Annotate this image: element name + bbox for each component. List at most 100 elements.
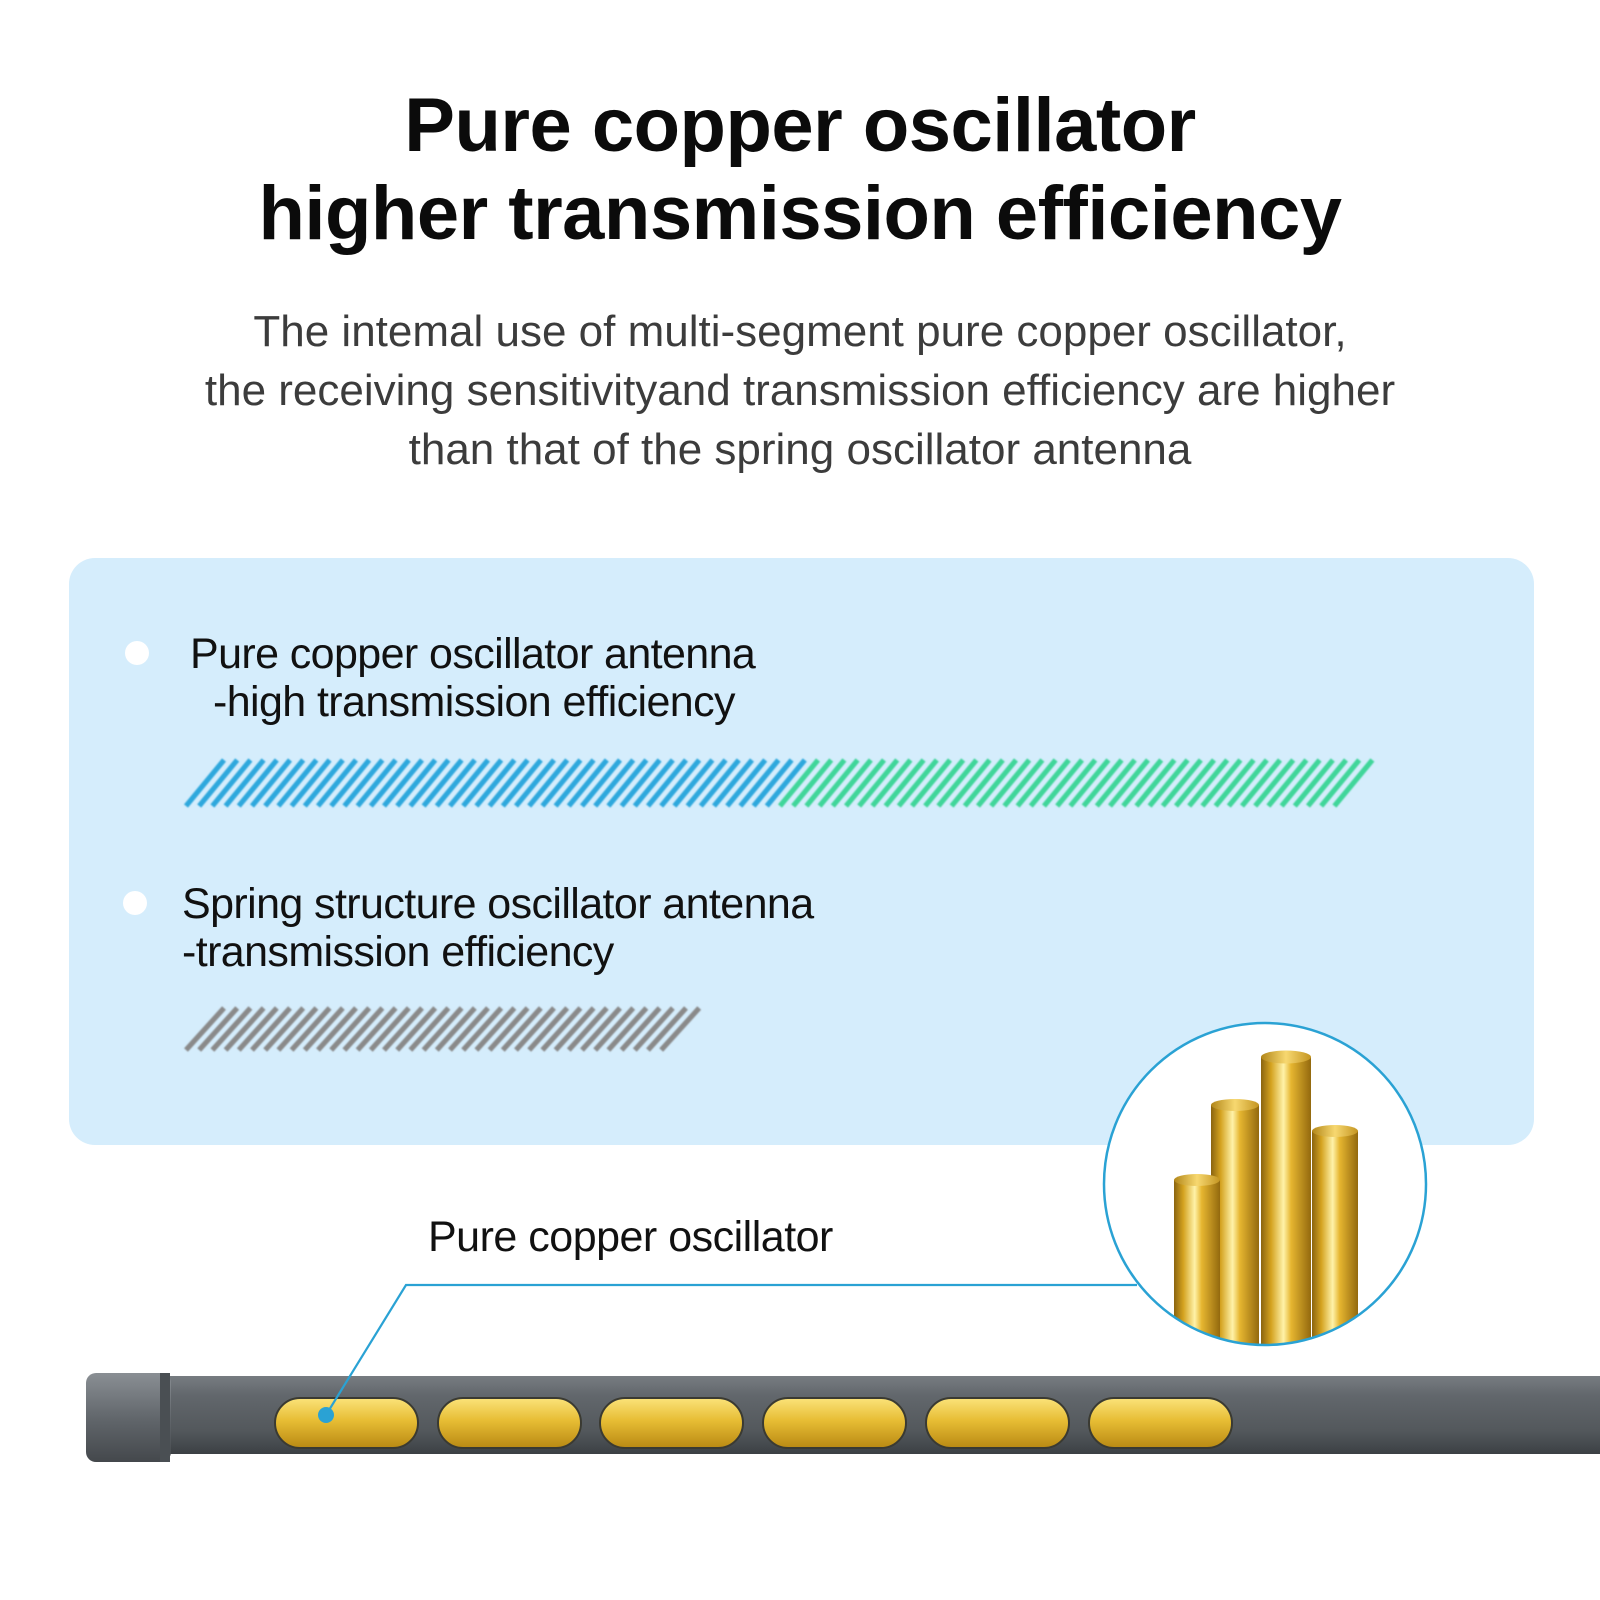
stripe-mark [434, 758, 477, 808]
stripe-mark [632, 1006, 675, 1052]
stripe-mark [355, 758, 398, 808]
copper-segment [925, 1397, 1070, 1449]
stripe-mark [197, 1006, 240, 1052]
stripe-mark [329, 1006, 372, 1052]
stripe-mark [1055, 758, 1098, 808]
stripe-mark [1239, 758, 1283, 808]
stripe-mark [381, 758, 425, 808]
stripe-mark [1094, 758, 1137, 808]
stripe-mark [249, 758, 293, 808]
stripe-mark [342, 1006, 385, 1052]
stripe-mark [276, 758, 319, 808]
stripe-mark [263, 1006, 306, 1052]
stripe-mark [949, 758, 992, 808]
stripe-mark [500, 758, 543, 808]
stripe-mark [777, 758, 821, 808]
stripe-mark [659, 1006, 702, 1052]
page-title: Pure copper oscillator higher transmissi… [0, 82, 1600, 258]
stripe-mark [725, 758, 768, 808]
stripe-mark [751, 758, 794, 808]
stripe-mark [527, 1006, 570, 1052]
stripe-mark [883, 758, 926, 808]
stripe-mark [606, 1006, 649, 1052]
stripe-mark [540, 758, 583, 808]
copper-segment [762, 1397, 907, 1449]
stripe-mark [1002, 758, 1045, 808]
stripe-mark [263, 758, 306, 808]
stripe-mark [527, 758, 570, 808]
stripe-mark [210, 758, 253, 808]
stripe-mark [645, 758, 689, 808]
stripe-mark [1147, 758, 1190, 808]
stripe-mark [236, 758, 279, 808]
stripe-mark [566, 758, 609, 808]
stripe-mark [223, 1006, 266, 1052]
copper-rod-icon [1312, 1125, 1358, 1345]
title-line-1: Pure copper oscillator [404, 83, 1196, 168]
stripe-mark [447, 758, 491, 808]
page-subtitle: The intemal use of multi-segment pure co… [0, 302, 1600, 479]
copper-rod-icon [1174, 1174, 1220, 1345]
stripe-mark [989, 758, 1032, 808]
efficiency-bar-spring [184, 1006, 702, 1052]
stripe-mark [474, 1006, 517, 1052]
stripe-mark [817, 758, 860, 808]
stripe-mark [738, 758, 781, 808]
efficiency-bar-copper-stripes [183, 758, 1375, 808]
stripe-mark [975, 758, 1019, 808]
stripe-mark [448, 1006, 490, 1052]
stripe-mark [342, 758, 385, 808]
stripe-mark [830, 758, 873, 808]
stripe-mark [923, 758, 966, 808]
stripe-mark [1068, 758, 1111, 808]
stripe-mark [1173, 758, 1217, 808]
stripe-mark [289, 1006, 332, 1052]
copper-segment [274, 1397, 419, 1449]
comparison-item-spring: Spring structure oscillator antenna -tra… [182, 880, 814, 976]
stripe-mark [936, 758, 979, 808]
stripe-mark [1253, 758, 1296, 808]
stripe-mark [355, 1006, 398, 1052]
stripe-mark [698, 758, 741, 808]
stripe-mark [500, 1006, 543, 1052]
efficiency-bar-copper [183, 758, 1375, 808]
stripe-mark [329, 758, 372, 808]
stripe-mark [619, 758, 662, 808]
stripe-mark [408, 758, 451, 808]
stripe-mark [421, 758, 464, 808]
stripe-mark [1187, 758, 1230, 808]
stripe-mark [896, 758, 939, 808]
subtitle-line-2: the receiving sensitivityand transmissio… [204, 366, 1396, 415]
stripe-mark [461, 758, 504, 808]
stripe-mark [843, 758, 887, 808]
stripe-mark [1121, 758, 1164, 808]
stripe-mark [646, 1006, 688, 1052]
stripe-mark [421, 1006, 464, 1052]
stripe-mark [857, 758, 900, 808]
stripe-mark [1081, 758, 1124, 808]
stripe-mark [513, 758, 557, 808]
stripe-mark [302, 1006, 345, 1052]
stripe-mark [580, 1006, 622, 1052]
stripe-mark [553, 1006, 596, 1052]
copper-rod-icon [1261, 1050, 1311, 1345]
stripe-mark [909, 758, 953, 808]
stripe-mark [593, 1006, 636, 1052]
stripe-mark [606, 758, 649, 808]
stripe-mark [1015, 758, 1058, 808]
stripe-mark [632, 758, 675, 808]
comparison-item-copper-subtitle: -high transmission efficiency [213, 678, 736, 726]
bullet-icon [123, 891, 147, 915]
stripe-mark [1213, 758, 1256, 808]
stripe-mark [434, 1006, 477, 1052]
stripe-mark [659, 758, 702, 808]
stripe-mark [962, 758, 1005, 808]
copper-segment [1088, 1397, 1233, 1449]
stripe-mark [1200, 758, 1243, 808]
antenna-end-cap [86, 1373, 171, 1462]
stripe-mark [395, 1006, 438, 1052]
stripe-mark [487, 758, 530, 808]
stripe-mark [395, 758, 438, 808]
stripe-mark [236, 1006, 279, 1052]
callout-label: Pure copper oscillator [428, 1213, 833, 1261]
